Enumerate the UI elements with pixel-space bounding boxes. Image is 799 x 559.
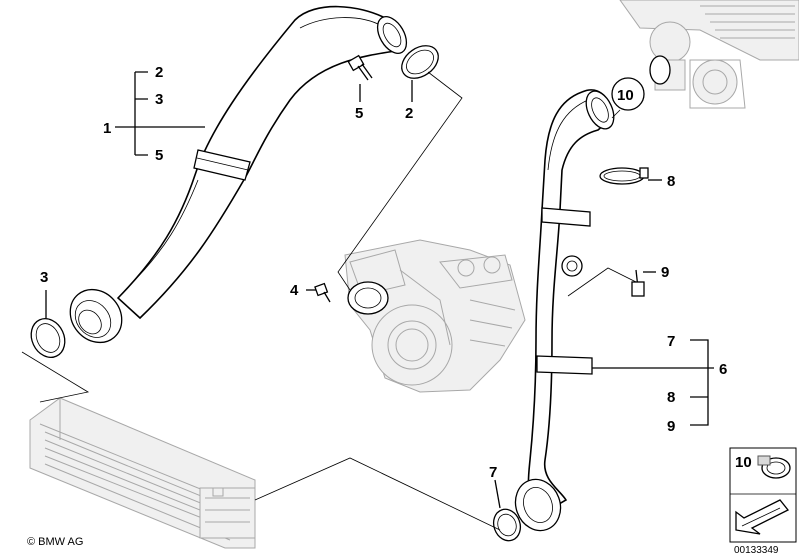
- callout-2-group: 2: [155, 64, 163, 81]
- callout-7-group: 7: [667, 333, 675, 350]
- charge-air-hose-1: [69, 5, 408, 344]
- legend-callout-10: 10: [735, 454, 752, 471]
- callout-8-clamp: 8: [667, 173, 675, 190]
- intake-manifold-illustration: [619, 0, 799, 109]
- callout-10: 10: [617, 87, 634, 104]
- o-ring-3: [30, 318, 66, 358]
- callout-3-group: 3: [155, 91, 163, 108]
- charge-air-hose-6: [514, 89, 615, 532]
- callout-8-group: 8: [667, 389, 675, 406]
- callout-4: 4: [290, 282, 299, 299]
- callout-1: 1: [103, 120, 111, 137]
- turbocharger-illustration: [344, 239, 526, 393]
- callout-3-o-ring: 3: [40, 269, 48, 286]
- bolt-5: [347, 54, 373, 81]
- arrow-icon: [735, 499, 790, 535]
- o-ring-2: [401, 45, 439, 79]
- callout-6: 6: [719, 361, 727, 378]
- bolt-4: [314, 282, 331, 303]
- copyright-text: © BMW AG: [27, 536, 83, 548]
- leader-lines: [21, 71, 714, 531]
- sensor-9: [631, 269, 645, 297]
- legend-box: 10: [729, 447, 797, 543]
- callout-7-o-ring: 7: [489, 464, 497, 481]
- diagram-number: 00133349: [734, 545, 779, 556]
- callout-10-circle: [611, 77, 645, 111]
- intercooler-illustration: [29, 397, 256, 549]
- callout-5-bolt: 5: [355, 105, 363, 122]
- callout-9-group: 9: [667, 418, 675, 435]
- callout-2-o-ring: 2: [405, 105, 413, 122]
- hose-clamp-icon: [757, 455, 791, 479]
- callout-5-group: 5: [155, 147, 163, 164]
- clamp-8: [599, 167, 649, 185]
- callout-9-sensor: 9: [661, 264, 669, 281]
